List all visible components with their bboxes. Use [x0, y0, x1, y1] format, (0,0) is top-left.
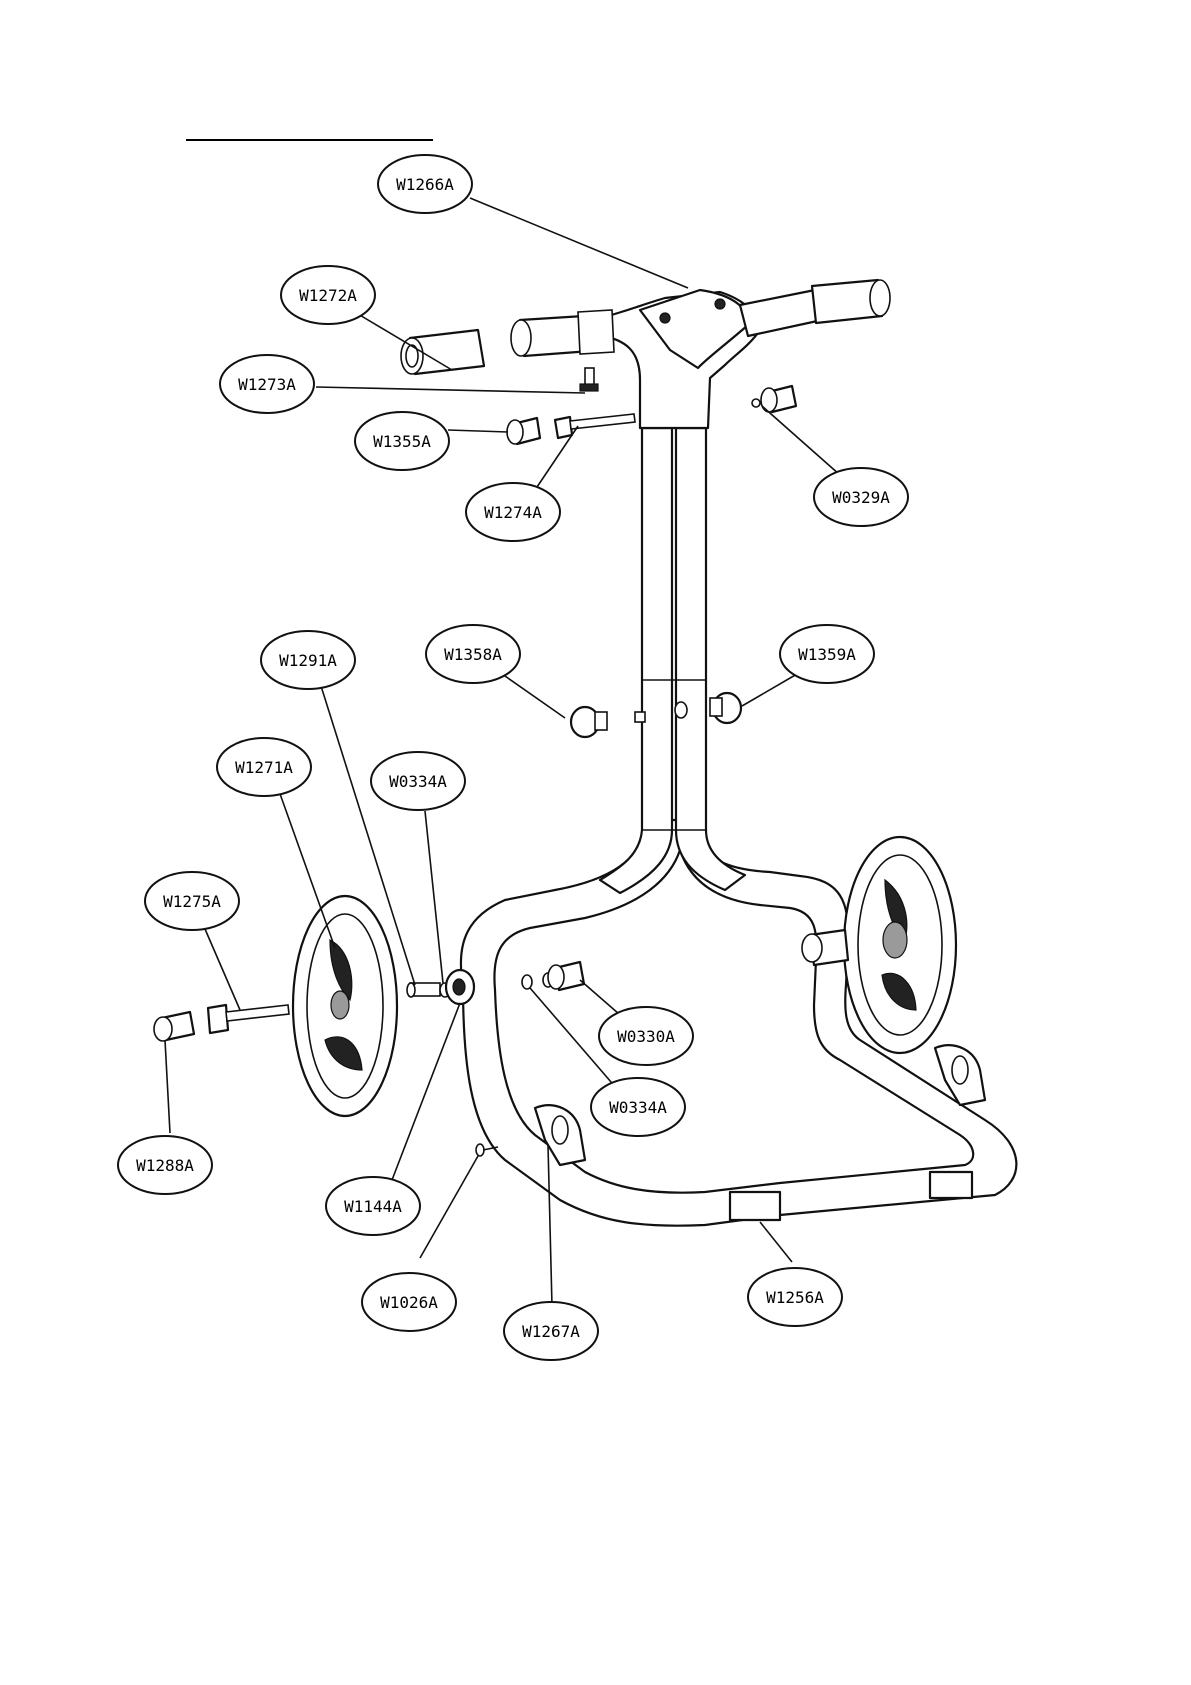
callout-w0334a-upper: W0334A	[371, 752, 465, 810]
callout-w1359a: W1359A	[780, 625, 874, 683]
svg-text:W0330A: W0330A	[617, 1027, 675, 1046]
svg-text:W1288A: W1288A	[136, 1156, 194, 1175]
bolt-lower-part	[208, 1005, 289, 1033]
frame-boss-part	[446, 970, 474, 1004]
trolley-frame	[461, 280, 1016, 1226]
upright-left-tube	[600, 428, 672, 893]
axle-spacer-part	[407, 983, 440, 997]
svg-text:W1267A: W1267A	[522, 1322, 580, 1341]
callout-w0330a: W0330A	[599, 1007, 693, 1065]
svg-text:W1271A: W1271A	[235, 758, 293, 777]
callout-w1274a: W1274A	[466, 483, 560, 541]
washer-center-part	[522, 975, 532, 989]
svg-text:W0334A: W0334A	[389, 772, 447, 791]
clip-pin-part	[580, 368, 598, 391]
svg-text:W1144A: W1144A	[344, 1197, 402, 1216]
handlebar-clamp	[578, 310, 614, 354]
wheel-left-part	[293, 896, 397, 1116]
callout-w1291a: W1291A	[261, 631, 355, 689]
upright-right-tube	[676, 428, 745, 890]
svg-text:W1359A: W1359A	[798, 645, 856, 664]
knob-right-part	[710, 693, 741, 723]
svg-text:W1358A: W1358A	[444, 645, 502, 664]
svg-text:W1275A: W1275A	[163, 892, 221, 911]
cap-nut-lower-part	[548, 962, 584, 990]
svg-text:W0329A: W0329A	[832, 488, 890, 507]
callout-w0334a-lower: W0334A	[591, 1078, 685, 1136]
callout-w1144a: W1144A	[326, 1177, 420, 1235]
svg-text:W1274A: W1274A	[484, 503, 542, 522]
callout-w1275a: W1275A	[145, 872, 239, 930]
bolt-top-part	[555, 414, 635, 438]
callout-w1272a: W1272A	[281, 266, 375, 324]
callout-w1273a: W1273A	[220, 355, 314, 413]
callout-w1267a: W1267A	[504, 1302, 598, 1360]
cap-nut-left-part	[154, 1012, 194, 1041]
svg-text:W1273A: W1273A	[238, 375, 296, 394]
callout-w1358a: W1358A	[426, 625, 520, 683]
callout-w1256a: W1256A	[748, 1268, 842, 1326]
foot-pad-rear-part	[930, 1172, 972, 1198]
callout-w0329a: W0329A	[814, 468, 908, 526]
svg-text:W0334A: W0334A	[609, 1098, 667, 1117]
callout-w1266a: W1266A	[378, 155, 472, 213]
svg-text:W1256A: W1256A	[766, 1288, 824, 1307]
svg-text:W1266A: W1266A	[396, 175, 454, 194]
upright-pin	[635, 712, 645, 722]
callout-w1271a: W1271A	[217, 738, 311, 796]
svg-text:W1355A: W1355A	[373, 432, 431, 451]
grip-left-part	[401, 330, 484, 374]
svg-text:W1026A: W1026A	[380, 1293, 438, 1312]
callout-w1355a: W1355A	[355, 412, 449, 470]
knob-left-part	[571, 707, 607, 737]
callout-w1288a: W1288A	[118, 1136, 212, 1194]
handlebar-right-tube	[740, 290, 822, 336]
cap-nut-top-part	[507, 418, 540, 444]
cap-nut-right-part	[752, 386, 796, 412]
svg-text:W1272A: W1272A	[299, 286, 357, 305]
svg-text:W1291A: W1291A	[279, 651, 337, 670]
foot-pad-front-part	[730, 1192, 780, 1220]
callout-w1026a: W1026A	[362, 1273, 456, 1331]
